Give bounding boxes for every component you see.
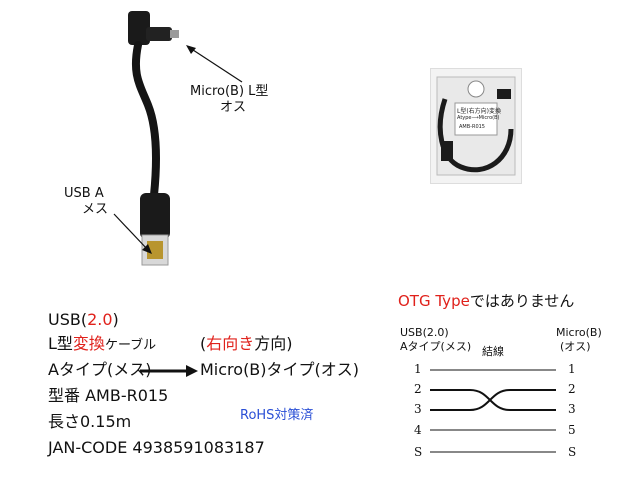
arrow-right-icon <box>140 365 198 377</box>
wire-2-to-3 <box>430 389 556 411</box>
otg-mid-head: 結線 <box>482 345 504 358</box>
mesu-label: メス <box>82 202 109 217</box>
spec-conversion: L型変換ケーブル <box>48 334 157 353</box>
arrow-micro <box>186 45 243 83</box>
left-pin-s: S <box>414 445 423 459</box>
right-pin-1: 1 <box>568 362 576 376</box>
left-pin-4: 4 <box>414 423 422 437</box>
usb-version: 2.0 <box>87 310 113 329</box>
package-model: AMB-R015 <box>459 124 485 130</box>
spec-atype: Aタイプ(メス) <box>48 360 152 379</box>
package-line2: Atype⟶Micro(B) <box>457 115 500 121</box>
otg-title: OTG Typeではありません <box>398 292 575 310</box>
package-photo: L型(右方向)変換 Atype⟶Micro(B) AMB-R015 <box>430 68 522 184</box>
micro-b-connector <box>128 11 150 45</box>
spec-direction: (右向き方向) <box>200 334 293 353</box>
spec-microtype: Micro(B)タイプ(オス) <box>200 360 360 379</box>
spec-length: 長さ0.15m <box>48 412 132 431</box>
package-line1: L型(右方向)変換 <box>457 108 502 115</box>
arrow-usb-a <box>113 213 152 254</box>
otg-right-head2: (オス) <box>560 340 591 353</box>
package-cable-icon <box>436 76 516 176</box>
otg-left-head1: USB(2.0) <box>400 326 449 339</box>
spec-usb: USB(2.0) <box>48 310 119 329</box>
otg-right-head1: Micro(B) <box>556 326 602 339</box>
left-pin-3: 3 <box>414 402 422 416</box>
right-pin-5: 5 <box>568 423 576 437</box>
left-pin-1: 1 <box>414 362 422 376</box>
micro-b-label: Micro(B) L型 <box>190 84 269 99</box>
right-pin-2: 2 <box>568 382 576 396</box>
wiring-diagram <box>430 369 556 453</box>
wire-3-to-2 <box>430 389 556 411</box>
usb-a-connector <box>140 193 170 239</box>
osu-label: オス <box>220 100 247 115</box>
cable <box>131 41 160 199</box>
rohs-badge: RoHS対策済 <box>240 408 314 423</box>
spec-jan: JAN-CODE 4938591083187 <box>48 438 265 457</box>
right-pin-s: S <box>568 445 577 459</box>
spec-model: 型番 AMB-R015 <box>48 386 169 405</box>
cable-photo <box>128 11 179 266</box>
left-pin-2: 2 <box>414 382 422 396</box>
right-pin-3: 3 <box>568 402 576 416</box>
otg-left-head2: Aタイプ(メス) <box>400 340 472 353</box>
usb-a-label: USB A <box>64 186 104 201</box>
